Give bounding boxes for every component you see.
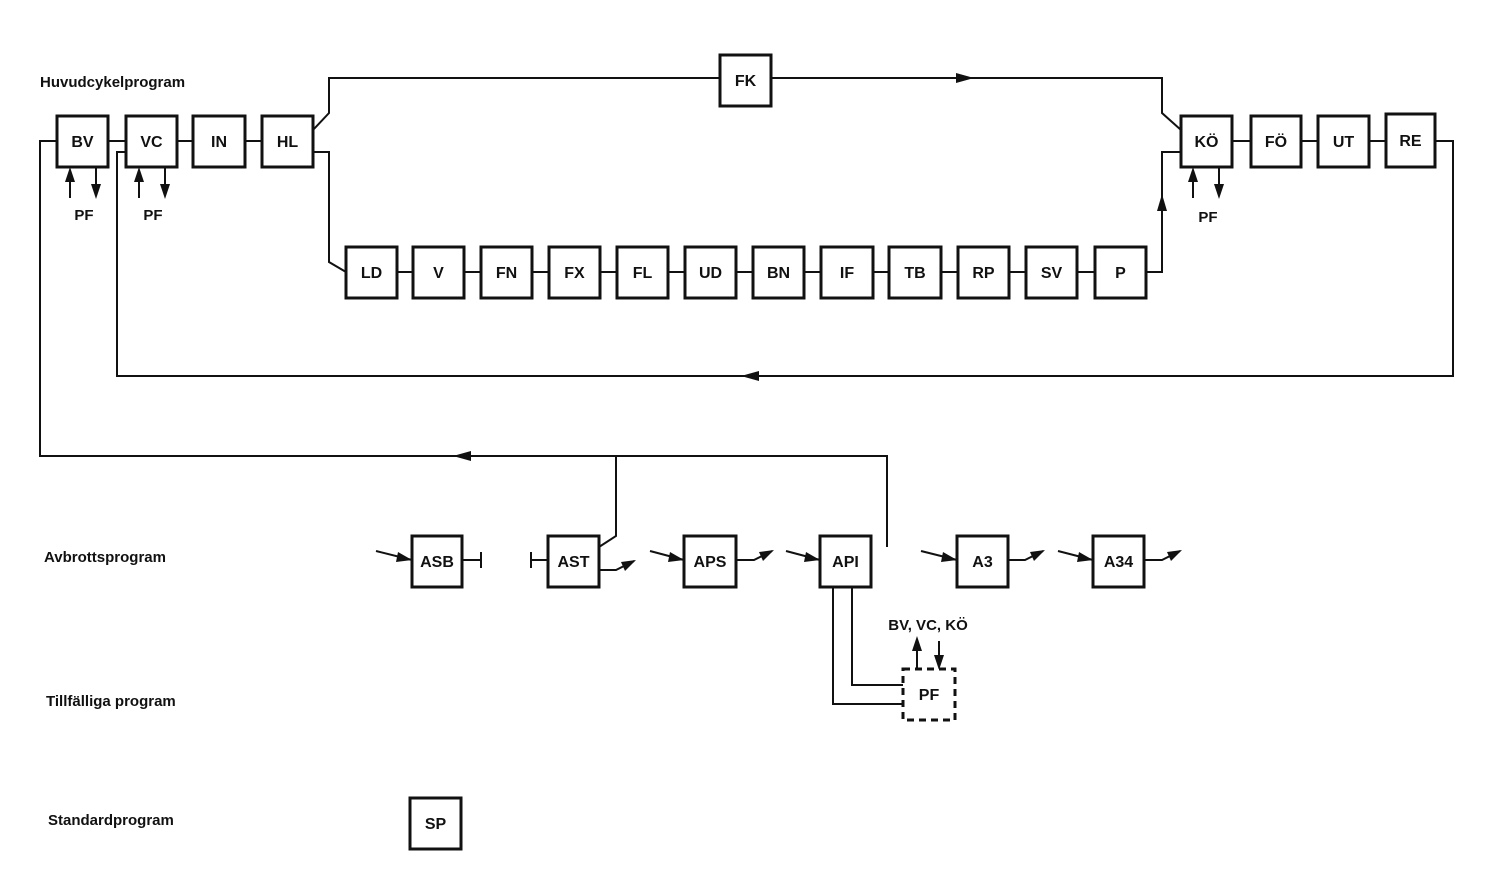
- block-vc-label: VC: [140, 134, 163, 151]
- connection-lines: [39, 77, 1454, 705]
- block-bv: BV: [55, 114, 110, 169]
- block-vc: VC: [124, 114, 179, 169]
- block-aps: APS: [682, 534, 738, 589]
- pf-annotation-bv: PF: [74, 207, 93, 224]
- block-p: P: [1093, 245, 1148, 300]
- block-asb: ASB: [410, 534, 464, 589]
- block-fx: FX: [547, 245, 602, 300]
- block-if: IF: [819, 245, 875, 300]
- block-a3-label: A3: [972, 554, 993, 571]
- block-sv-label: SV: [1041, 265, 1063, 282]
- block-a34: A34: [1091, 534, 1146, 589]
- block-hl: HL: [260, 114, 315, 169]
- block-re-label: RE: [1399, 133, 1422, 150]
- block-sp-label: SP: [425, 816, 447, 833]
- block-sv: SV: [1024, 245, 1079, 300]
- section-label-main-cycle: Huvudcykelprogram: [40, 74, 185, 91]
- block-ud: UD: [683, 245, 738, 300]
- pf-annotation-vc: PF: [143, 207, 162, 224]
- block-in: IN: [191, 114, 247, 169]
- block-fk: FK: [718, 53, 773, 108]
- section-label-temporary: Tillfälliga program: [46, 693, 176, 710]
- block-pf-temporary: PF: [901, 667, 957, 722]
- block-ld: LD: [344, 245, 399, 300]
- block-api-label: API: [832, 554, 859, 571]
- block-v-label: V: [433, 265, 444, 282]
- block-fn: FN: [479, 245, 534, 300]
- block-ld-label: LD: [361, 265, 382, 282]
- block-fo-label: FÖ: [1265, 132, 1287, 151]
- block-aps-label: APS: [694, 554, 727, 571]
- block-a3: A3: [955, 534, 1010, 589]
- block-rp-label: RP: [972, 265, 995, 282]
- block-bv-label: BV: [71, 134, 94, 151]
- block-bn: BN: [751, 245, 806, 300]
- arrowheads: [65, 73, 1224, 670]
- block-ud-label: UD: [699, 265, 722, 282]
- block-fn-label: FN: [496, 265, 517, 282]
- block-asb-label: ASB: [420, 554, 454, 571]
- block-ut-label: UT: [1333, 134, 1355, 151]
- block-fl-label: FL: [633, 265, 653, 282]
- block-fl: FL: [615, 245, 670, 300]
- block-pf-label: PF: [919, 687, 940, 704]
- block-a34-label: A34: [1104, 554, 1133, 571]
- block-ko-label: KÖ: [1195, 132, 1219, 151]
- block-in-label: IN: [211, 134, 227, 151]
- block-p-label: P: [1115, 265, 1126, 282]
- api-targets-annotation: BV, VC, KÖ: [888, 617, 968, 634]
- block-v: V: [411, 245, 466, 300]
- block-ast: AST: [546, 534, 601, 589]
- block-rp: RP: [956, 245, 1011, 300]
- section-label-standard: Standardprogram: [48, 812, 174, 829]
- block-ko: KÖ: [1179, 114, 1234, 169]
- block-api: API: [818, 534, 873, 589]
- block-bn-label: BN: [767, 265, 790, 282]
- block-hl-label: HL: [277, 134, 299, 151]
- block-fk-label: FK: [735, 73, 757, 90]
- block-ast-label: AST: [558, 554, 590, 571]
- block-if-label: IF: [840, 265, 854, 282]
- block-fo: FÖ: [1249, 114, 1303, 169]
- block-ut: UT: [1316, 114, 1371, 169]
- block-sp: SP: [408, 796, 463, 851]
- block-tb: TB: [887, 245, 943, 300]
- block-re: RE: [1384, 112, 1437, 169]
- pf-annotation-ko: PF: [1198, 209, 1217, 226]
- block-tb-label: TB: [904, 265, 925, 282]
- block-fx-label: FX: [564, 265, 585, 282]
- section-label-interrupt: Avbrottsprogram: [44, 549, 166, 566]
